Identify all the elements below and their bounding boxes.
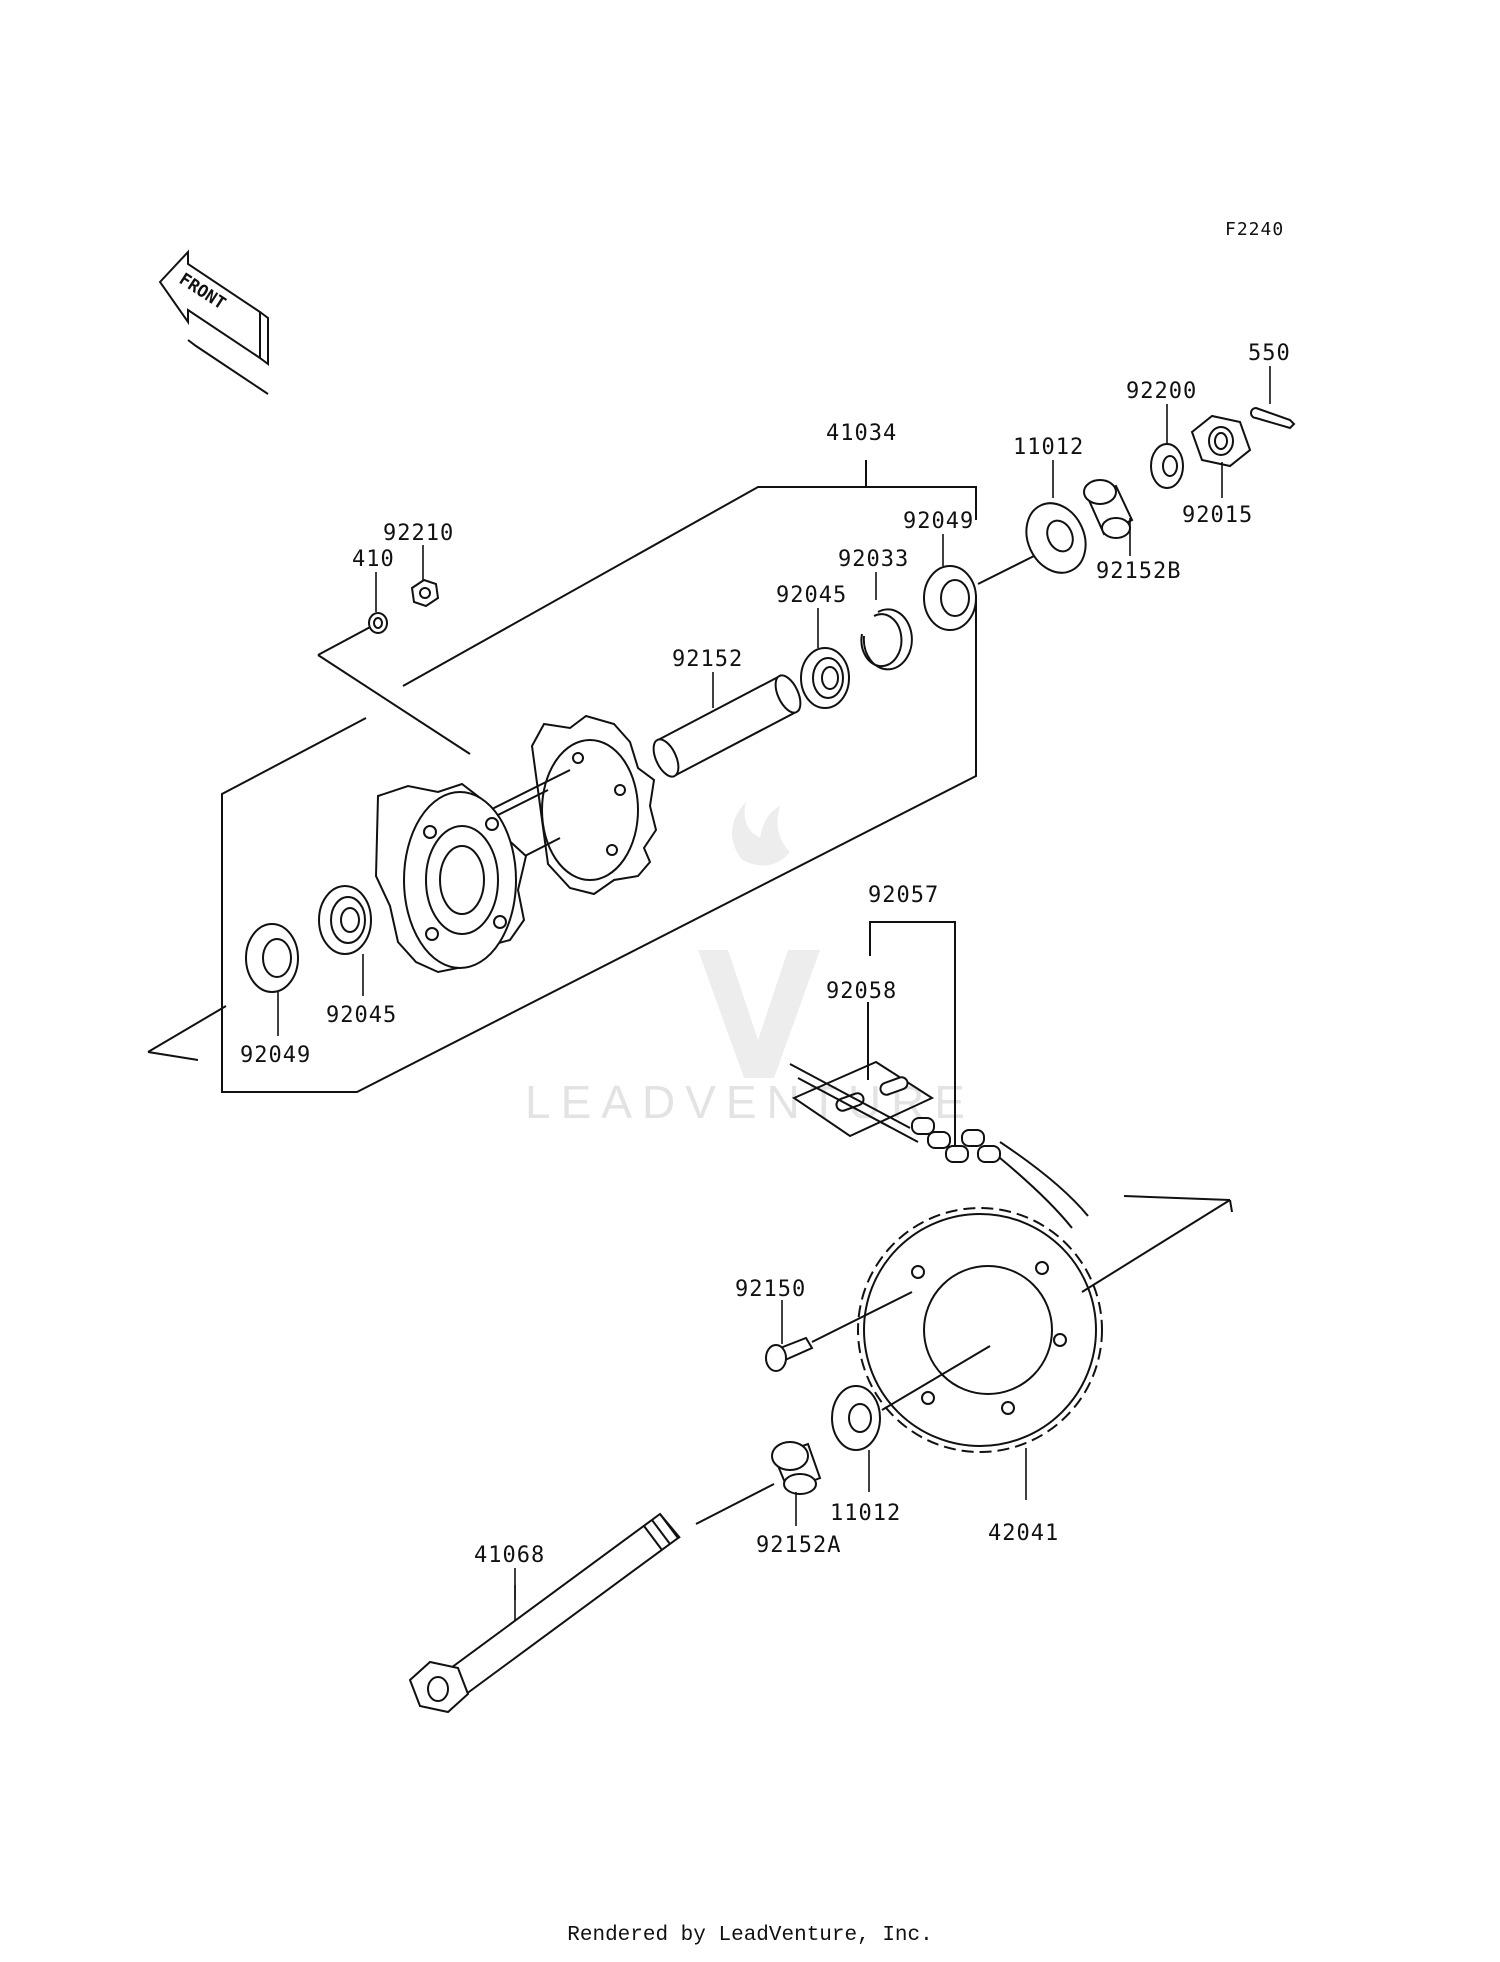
label-92200[interactable]: 92200: [1126, 379, 1197, 404]
label-11012-bottom[interactable]: 11012: [830, 1501, 901, 1526]
label-11012-top[interactable]: 11012: [1013, 435, 1084, 460]
label-41068[interactable]: 41068: [474, 1543, 545, 1568]
part-11012-plate-bottom[interactable]: [831, 1385, 881, 1451]
part-92152A-collar[interactable]: [771, 1441, 822, 1495]
part-92210-nut[interactable]: [410, 578, 440, 608]
label-92033[interactable]: 92033: [838, 547, 909, 572]
part-92058-master-link[interactable]: [791, 1060, 935, 1138]
label-92210[interactable]: 92210: [383, 521, 454, 546]
front-arrow-label: FRONT: [175, 269, 229, 314]
label-92049-bottom[interactable]: 92049: [240, 1043, 311, 1068]
label-92152[interactable]: 92152: [672, 647, 743, 672]
part-92049-seal-bottom[interactable]: [245, 923, 299, 993]
label-42041[interactable]: 42041: [988, 1521, 1059, 1546]
part-92152B-collar[interactable]: [1083, 479, 1134, 539]
part-92015-nut[interactable]: [1190, 414, 1252, 468]
label-410[interactable]: 410: [352, 547, 395, 572]
front-arrow-icon: FRONT: [158, 249, 269, 395]
label-550[interactable]: 550: [1248, 341, 1291, 366]
footer-credit: Rendered by LeadVenture, Inc.: [567, 1924, 933, 1947]
label-92152B[interactable]: 92152B: [1096, 559, 1181, 584]
label-92150[interactable]: 92150: [735, 1277, 806, 1302]
part-92045-bearing-top[interactable]: [800, 647, 850, 709]
part-92057-chain[interactable]: [789, 1063, 1089, 1229]
label-92057[interactable]: 92057: [868, 883, 939, 908]
label-92045-bottom[interactable]: 92045: [326, 1003, 397, 1028]
label-92015[interactable]: 92015: [1182, 503, 1253, 528]
part-92150-bolt[interactable]: [765, 1336, 814, 1372]
part-11012-plate-top[interactable]: [1015, 494, 1096, 583]
part-550-cotter-pin[interactable]: [1250, 406, 1296, 430]
label-92045-top[interactable]: 92045: [776, 583, 847, 608]
part-410-washer[interactable]: [368, 612, 388, 634]
part-92045-bearing-bottom[interactable]: [318, 885, 372, 955]
label-92152A[interactable]: 92152A: [756, 1533, 841, 1558]
part-41034-hub[interactable]: [374, 714, 658, 974]
label-92058[interactable]: 92058: [826, 979, 897, 1004]
hub-frame-lines: [147, 460, 977, 1093]
chain-frame-lines: [867, 921, 956, 1150]
part-92152-collar[interactable]: [648, 672, 805, 781]
part-41068-axle[interactable]: [408, 1512, 681, 1714]
label-41034[interactable]: 41034: [826, 421, 897, 446]
label-92049-top[interactable]: 92049: [903, 509, 974, 534]
part-92200-washer[interactable]: [1150, 443, 1184, 489]
part-92049-seal-top[interactable]: [923, 565, 977, 631]
part-42041-sprocket[interactable]: [857, 1207, 1103, 1453]
part-92033-circlip[interactable]: [860, 608, 913, 671]
figure-code: F2240: [1225, 219, 1284, 240]
